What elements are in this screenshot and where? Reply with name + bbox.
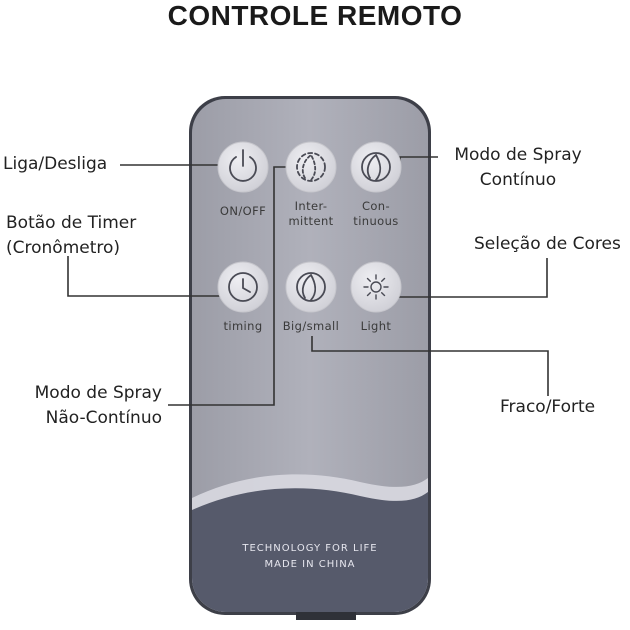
- callout-colors: Seleção de Cores: [474, 234, 621, 254]
- continuous-button: [350, 141, 402, 193]
- continuous-label-line-2: tinuous: [353, 214, 399, 228]
- callout-timer: Botão de Timer (Cronômetro): [6, 211, 136, 261]
- timing-button-label: timing: [223, 319, 263, 333]
- big-small-button: [285, 261, 337, 313]
- intermittent-label-line-1: Inter-: [294, 199, 328, 213]
- light-button-label: Light: [360, 319, 392, 333]
- remote-footer-tagline: TECHNOLOGY FOR LIFE: [242, 543, 378, 554]
- callout-timer-line-1: Botão de Timer: [6, 213, 137, 233]
- continuous-button-label: Con- tinuous: [346, 199, 406, 229]
- spray-intermittent-icon: [296, 152, 326, 182]
- callout-spray-intermittent-line-2: Não-Contínuo: [45, 408, 162, 428]
- remote-bottom-panel: [192, 474, 428, 612]
- big-small-button-label: Big/small: [282, 319, 340, 333]
- leader-mist-size: [311, 336, 549, 396]
- diagram-title: CONTROLE REMOTO: [167, 0, 463, 31]
- callout-spray-continuous-line-2: Contínuo: [479, 170, 557, 190]
- power-icon: [229, 149, 257, 182]
- spray-continuous-icon: [361, 152, 391, 182]
- continuous-label-line-1: Con-: [361, 199, 391, 213]
- clock-icon: [228, 272, 258, 302]
- power-button: [217, 141, 269, 193]
- sun-icon: [363, 274, 389, 300]
- callout-timer-line-2: (Cronômetro): [6, 238, 121, 258]
- intermittent-label-line-2: mittent: [288, 214, 334, 228]
- callout-spray-continuous: Modo de Spray Contínuo: [446, 143, 590, 193]
- callout-power: Liga/Desliga: [3, 154, 108, 174]
- remote-footer-origin: MADE IN CHINA: [264, 559, 356, 570]
- mist-size-icon: [296, 272, 326, 302]
- leader-intermittent: [168, 166, 293, 406]
- leader-colors: [384, 258, 548, 298]
- intermittent-button-label: Inter- mittent: [281, 199, 341, 229]
- callout-spray-continuous-line-1: Modo de Spray: [454, 145, 582, 165]
- light-button: [350, 261, 402, 313]
- intermittent-button: [285, 141, 337, 193]
- remote-base-edge: [296, 612, 356, 620]
- callout-spray-intermittent-line-1: Modo de Spray: [34, 383, 162, 403]
- leader-timer: [67, 256, 234, 297]
- power-button-label: ON/OFF: [219, 204, 267, 218]
- callout-spray-intermittent: Modo de Spray Não-Contínuo: [12, 381, 162, 431]
- callout-mist-size: Fraco/Forte: [500, 397, 596, 417]
